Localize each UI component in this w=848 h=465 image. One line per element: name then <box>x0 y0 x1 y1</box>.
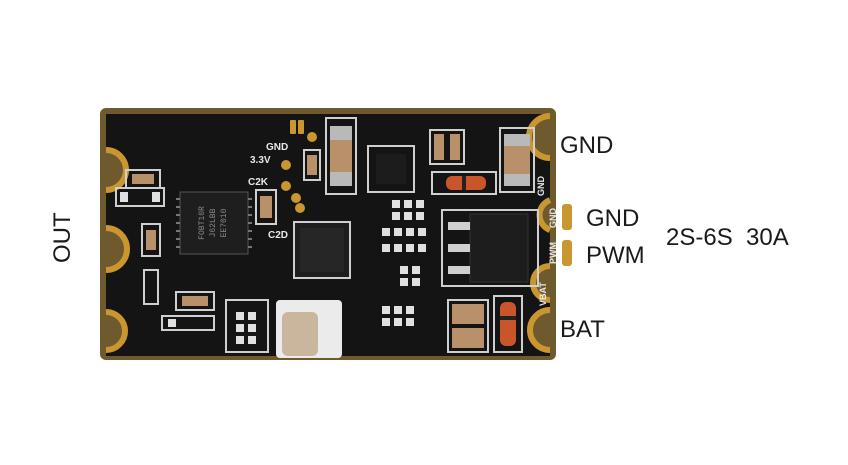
bat-label: BAT <box>560 316 605 343</box>
programming-pads <box>281 120 317 213</box>
passive-components <box>125 117 535 353</box>
pwm-label: PWM <box>586 242 645 269</box>
diodes <box>431 171 523 353</box>
driver-chip <box>293 221 351 279</box>
mcu-chip: FOBT10R J62LBB EE7010 <box>176 191 252 255</box>
chip-marking-3: EE7010 <box>220 208 229 237</box>
resistor-arrays <box>236 200 426 344</box>
silk-c2d: C2D <box>268 230 288 241</box>
signal-pad-gnd <box>562 204 572 230</box>
silk-c2k: C2K <box>248 177 269 188</box>
out-label: OUT <box>49 212 76 263</box>
signal-pad-pwm <box>562 240 572 266</box>
chip-marking-2: J62LBB <box>209 208 218 237</box>
silk-vbat-small: VBAT <box>538 282 548 306</box>
silk-gnd: GND <box>266 142 288 153</box>
chip-marking-1: FOBT10R <box>198 206 207 240</box>
silk-gnd-small: GND <box>548 208 558 229</box>
gnd-top-label: GND <box>560 132 614 159</box>
regulator <box>367 145 415 193</box>
silk-3v3: 3.3V <box>250 155 271 166</box>
crystal-outline <box>225 299 269 353</box>
small-caps <box>115 187 215 331</box>
buzzer-body <box>282 312 318 356</box>
spec-label: 2S-6S 30A <box>666 224 789 251</box>
silk-pwm-small: PWM <box>548 242 558 264</box>
silk-gnd-right: GND <box>536 176 546 197</box>
mosfet <box>441 209 539 287</box>
gnd-signal-label: GND <box>586 205 640 232</box>
